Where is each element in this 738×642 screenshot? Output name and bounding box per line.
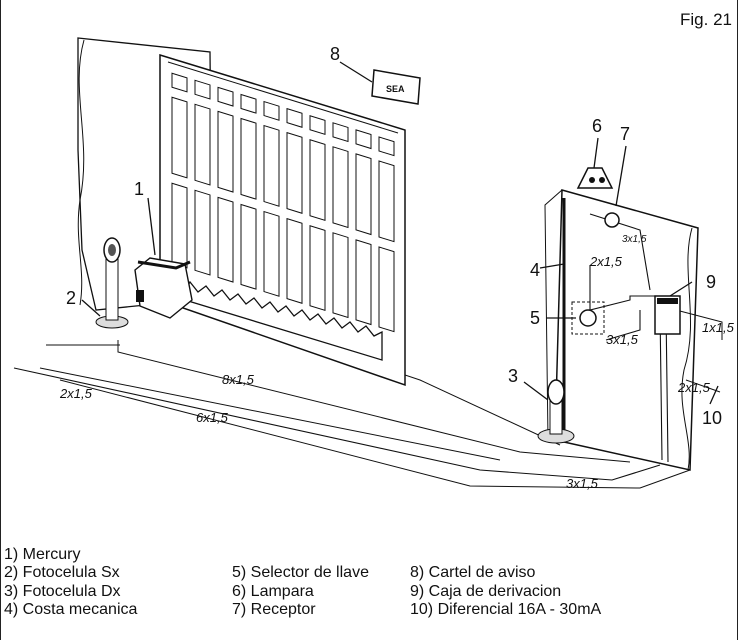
cable-2x15-left: 2x1,5	[59, 386, 93, 401]
cable-8x15: 8x1,5	[222, 372, 255, 387]
legend-item-10: 10) Diferencial 16A - 30mA	[410, 601, 602, 618]
gate-bar	[194, 79, 211, 276]
mercury-motor	[134, 257, 193, 319]
callout-3: 3	[508, 366, 518, 386]
legend-item-8: 8) Cartel de aviso	[410, 564, 536, 581]
cable-1x15: 1x1,5	[702, 320, 735, 335]
gate-bar	[263, 100, 280, 297]
callout-7: 7	[620, 124, 630, 144]
photocell-left	[95, 237, 129, 329]
callout-8: 8	[330, 44, 340, 64]
cable-2x15-post: 2x1,5	[589, 254, 623, 269]
gate-bar	[332, 122, 349, 319]
legend-item-7: 7) Receptor	[232, 601, 316, 618]
sign-text: SEA	[386, 84, 405, 94]
callout-10: 10	[702, 408, 722, 428]
junction-box	[654, 295, 681, 335]
photocell-right	[537, 379, 575, 444]
legend-item-6: 6) Lampara	[232, 583, 314, 600]
figure-label: Fig. 21	[680, 10, 732, 29]
legend-item-1: 1) Mercury	[4, 546, 81, 563]
callout-4: 4	[530, 260, 540, 280]
legend-item-3: 3) Fotocelula Dx	[4, 583, 121, 600]
receiver	[604, 212, 620, 228]
cable-2x15-right: 2x1,5	[677, 380, 711, 395]
gate-bar	[286, 107, 303, 304]
gate-bar	[355, 129, 372, 326]
callout-9: 9	[706, 272, 716, 292]
right-post	[554, 189, 699, 471]
cable-6x15: 6x1,5	[196, 410, 229, 425]
gate-bar	[309, 115, 326, 312]
gate-bar	[217, 86, 234, 283]
warning-lamp	[576, 167, 614, 189]
gate-bar	[171, 72, 188, 269]
warning-sign: SEA	[371, 69, 421, 105]
cable-3x15-ground: 3x1,5	[566, 476, 599, 491]
legend-item-4: 4) Costa mecanica	[4, 601, 138, 618]
callout-2: 2	[66, 288, 76, 308]
callout-6: 6	[592, 116, 602, 136]
gate-bar	[378, 136, 395, 333]
callout-5: 5	[530, 308, 540, 328]
gear-rack	[184, 280, 383, 361]
key-selector	[571, 301, 605, 335]
cable-3x15-lamp: 3x1,5	[622, 234, 647, 245]
cable-3x15-box: 3x1,5	[606, 332, 639, 347]
legend-item-9: 9) Caja de derivacion	[410, 583, 562, 600]
callout-1: 1	[134, 179, 144, 199]
ground-outline	[13, 344, 661, 481]
gate-bar	[240, 93, 257, 290]
legend-item-5: 5) Selector de llave	[232, 564, 369, 581]
legend-item-2: 2) Fotocelula Sx	[4, 564, 120, 581]
